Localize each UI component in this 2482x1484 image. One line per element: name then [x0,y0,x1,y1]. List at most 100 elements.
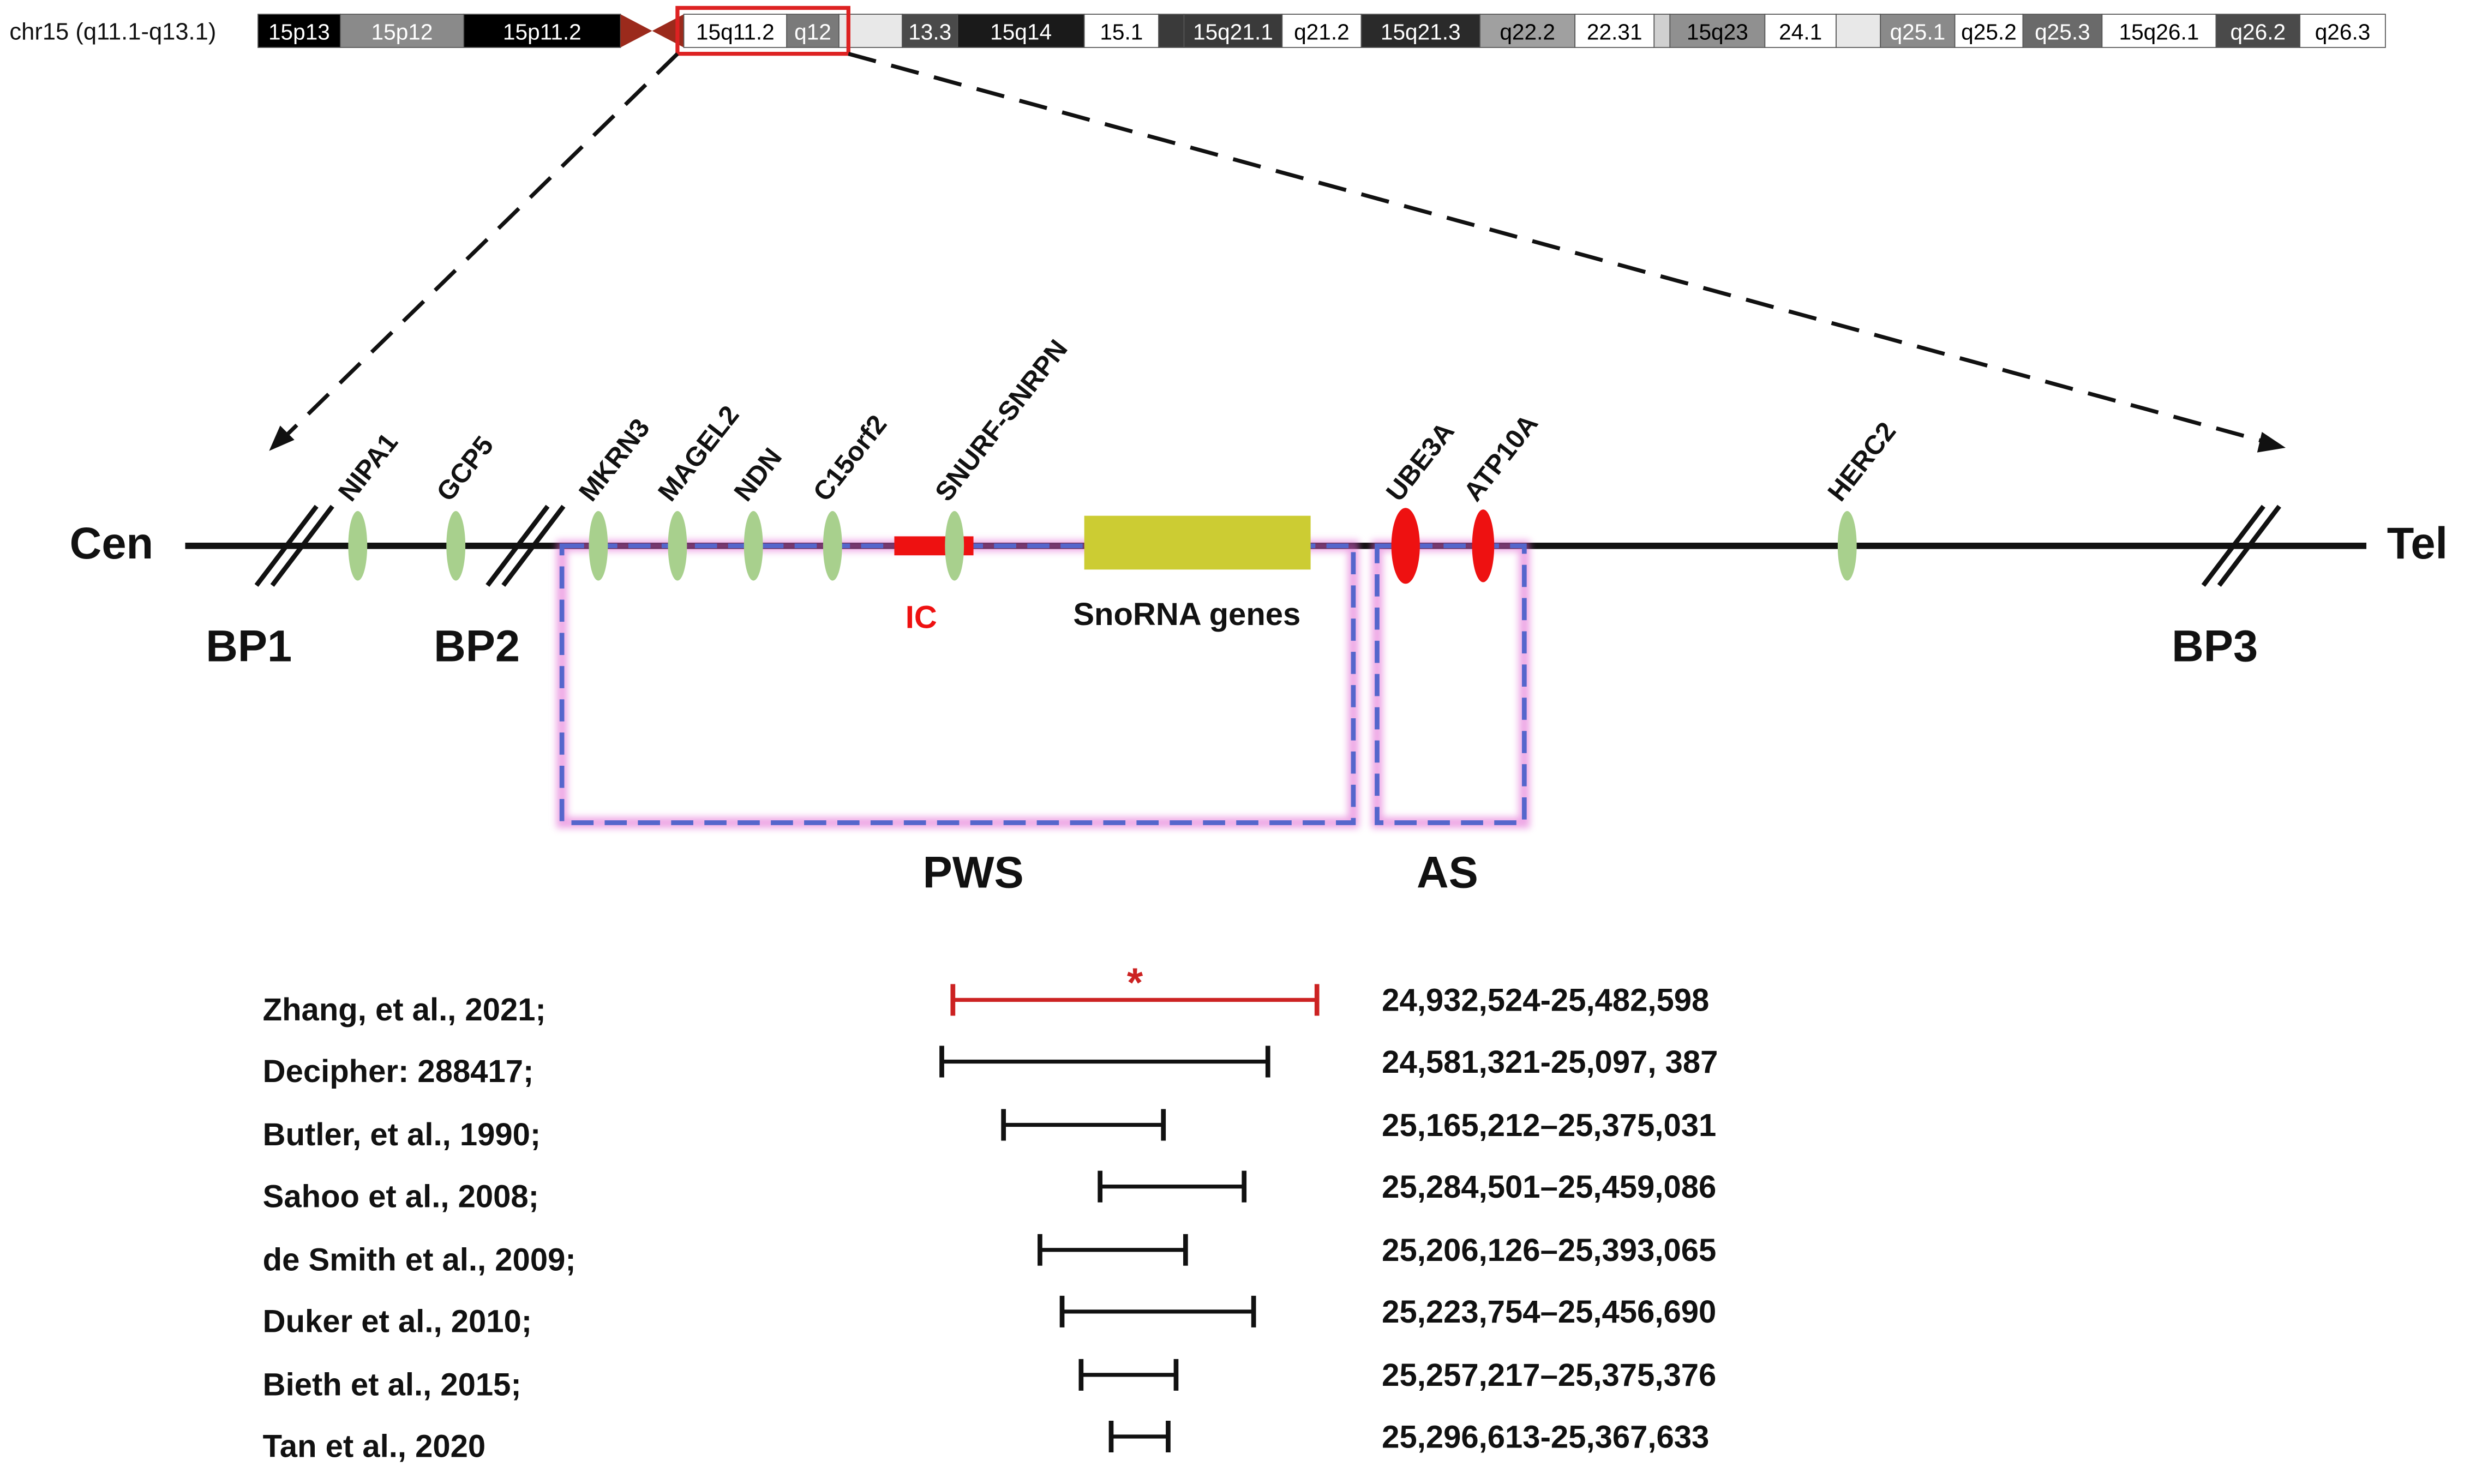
ideogram-band-label: 15p13 [268,20,330,45]
ideogram-band-label: q25.3 [2035,20,2090,45]
ideogram-band-label: 15q11.2 [696,20,775,45]
zoom-arrow-left [269,425,295,451]
ideogram-band [1083,14,1159,48]
gene-label-atp10a: ATP10A [1458,408,1544,507]
bp2-label: BP2 [434,622,520,671]
ideogram-band [1183,14,1283,48]
ideogram-band [463,14,621,48]
snorna-bar [1084,515,1311,570]
study-citation: Sahoo et al., 2008; [263,1179,539,1214]
ideogram-band [2299,14,2386,48]
study-coordinates: 25,296,613-25,367,633 [1382,1419,1709,1455]
bp2-slash [485,504,566,587]
gene-label-snurf-snrpn: SNURF-SNRPN [929,334,1073,507]
study-row: Tan et al., 2020 25,296,613-25,367,633 [263,1419,1710,1464]
gene-marker-nipa1[interactable] [348,510,368,581]
gene-label-ube3a: UBE3A [1380,417,1460,507]
snorna-label: SnoRNA genes [1073,597,1300,632]
ideogram-band [786,14,840,48]
bp1-slash [254,504,334,587]
cen-label: Cen [70,519,153,568]
ideogram-band-label: 15.1 [1100,20,1143,45]
as-region-box [1371,540,1530,828]
ideogram-band [1158,14,1185,48]
pws-label: PWS [923,848,1024,897]
ideogram-selection-box[interactable] [675,5,850,56]
ideogram-band [1880,14,1956,48]
ideogram-band-label: 22.31 [1587,20,1642,45]
study-row: Sahoo et al., 2008; 25,284,501–25,459,086 [263,1169,1717,1214]
gene-marker-mkrn3[interactable] [589,510,608,581]
gene-marker-c15orf2[interactable] [823,510,842,581]
tel-label: Tel [2387,519,2448,568]
gene-marker-snurf-snrpn[interactable] [945,510,964,581]
ideogram-band [257,14,341,48]
study-coordinates: 25,165,212–25,375,031 [1382,1108,1716,1143]
study-coordinates: 24,581,321-25,097, 387 [1382,1044,1718,1080]
as-label: AS [1417,848,1478,897]
ideogram-band-label: q12 [794,20,831,45]
ideogram-band-label: q26.2 [2230,20,2286,45]
ideogram-band [1954,14,2024,48]
gene-marker-magel2[interactable] [668,510,687,581]
gene-marker-herc2[interactable] [1837,510,1857,581]
study-coordinates: 25,257,217–25,375,376 [1382,1357,1716,1393]
ideogram-band-label: q26.3 [2315,20,2371,45]
study-citation: de Smith et al., 2009; [263,1242,576,1277]
ideogram-title: chr15 (q11.1-q13.1) [9,19,216,45]
ideogram-band [2215,14,2301,48]
bp3-slash [2201,504,2281,587]
study-coordinates: 25,223,754–25,456,690 [1382,1294,1716,1330]
study-citation: Bieth et al., 2015; [263,1367,521,1403]
study-coordinates: 24,932,524-25,482,598 [1382,983,1709,1018]
study-row: Bieth et al., 2015; 25,257,217–25,375,376 [263,1357,1717,1402]
ideogram-band [1479,14,1576,48]
gene-label-herc2: HERC2 [1822,417,1902,507]
study-coordinates: 25,284,501–25,459,086 [1382,1169,1716,1205]
study-deletion-list: Zhang, et al., 2021; * 24,932,524-25,482,5… [263,960,1718,1464]
ideogram-band [1836,14,1881,48]
study-row: Zhang, et al., 2021; * 24,932,524-25,482,5… [263,960,1710,1028]
ideogram-band-label: q25.2 [1961,20,2017,45]
zoom-line-left [280,52,679,442]
bp1-label: BP1 [206,622,292,671]
ideogram-band [1360,14,1480,48]
ideogram-band-label: 15q23 [1687,20,1748,45]
ideogram-band-label: 15q14 [990,20,1052,45]
ideogram-band [2101,14,2217,48]
study-coordinates: 25,206,126–25,393,065 [1382,1233,1716,1268]
gene-marker-ndn[interactable] [744,510,763,581]
gene-marker-ube3a[interactable] [1391,508,1420,584]
study-row: Butler, et al., 1990;25,165,212–25,375,0… [263,1108,1717,1152]
bp3-label: BP3 [2172,622,2258,671]
study-row: Duker et al., 2010; 25,223,754–25,456,690 [263,1294,1717,1339]
study-row: Decipher: 288417; 24,581,321-25,097, 387 [263,1044,1718,1089]
gene-label-nipa1: NIPA1 [333,428,404,507]
ideogram-band [1764,14,1837,48]
ideogram-band [1574,14,1655,48]
study-citation: Tan et al., 2020 [263,1429,486,1464]
ideogram-band-label: 15q21.1 [1193,20,1273,45]
ideogram-band [957,14,1085,48]
study-citation: Duker et al., 2010; [263,1304,532,1339]
ideogram-band-label: 13.3 [908,20,951,45]
ideogram-band-label: q22.2 [1500,20,1555,45]
ic-label: IC [906,600,937,635]
gene-label-mkrn3: MKRN3 [573,413,656,507]
study-citation: Zhang, et al., 2021; [263,992,546,1028]
significance-marker: * [1127,960,1143,1006]
ideogram-band-label: q25.1 [1890,20,1946,45]
gene-label-c15orf2: C15orf2 [807,410,892,507]
gene-marker-gcp5[interactable] [446,510,466,581]
ideogram-centromere [620,14,684,48]
ideogram-band-label: 15p12 [371,20,433,45]
gene-marker-atp10a[interactable] [1472,509,1495,582]
ideogram-band-label: 24.1 [1779,20,1822,45]
study-citation: Decipher: 288417; [263,1054,534,1089]
ideogram-band-label: q21.2 [1294,20,1350,45]
gene-label-ndn: NDN [728,442,788,507]
ideogram-band-label: 15q21.3 [1381,20,1461,45]
ideogram-band [339,14,465,48]
